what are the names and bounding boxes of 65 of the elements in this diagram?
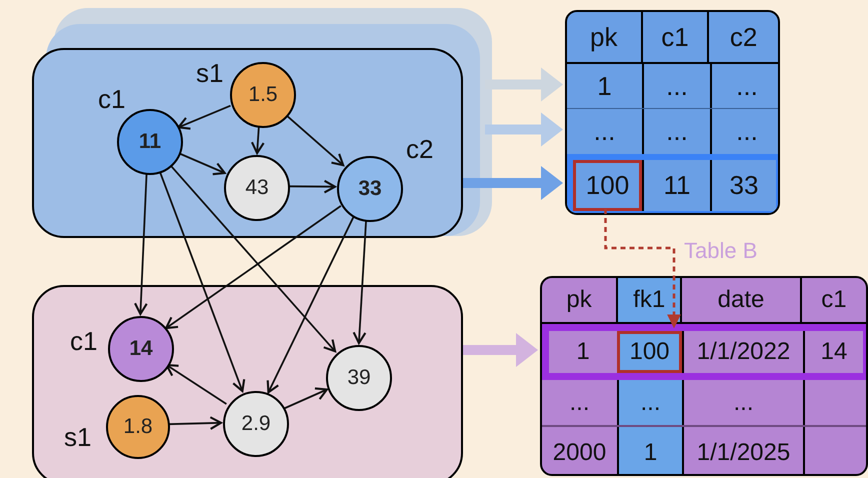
node-label: c1 — [98, 86, 126, 112]
cluster-panel — [32, 48, 463, 238]
arrow — [250, 126, 265, 154]
table-cell: fk1 — [616, 278, 680, 322]
node-value: 1.5 — [248, 82, 278, 108]
node-value: 14 — [129, 336, 153, 362]
table-cell: c1 — [640, 12, 708, 62]
table-cell-text: ... — [592, 115, 616, 148]
arrow — [266, 216, 354, 394]
table-cell: 33 — [710, 160, 776, 211]
table-cell-text: pk — [589, 20, 619, 54]
node-value: 33 — [358, 176, 382, 202]
table-row — [542, 380, 866, 427]
node-value: 11 — [138, 129, 162, 156]
table-cell: 1/1/2022 — [682, 331, 803, 373]
cluster-panel — [32, 285, 463, 478]
node-value: 39 — [347, 365, 371, 392]
arrow — [352, 220, 367, 344]
table-cell-text: 2000 — [552, 438, 608, 468]
table-cell: 11 — [642, 160, 710, 211]
flow-arrow — [463, 333, 538, 367]
table-cell: 14 — [803, 331, 863, 373]
highlighted-cell: 100 — [617, 331, 682, 373]
node-label: c2 — [406, 136, 434, 162]
table-cell: date — [680, 278, 800, 322]
node-value: 2.9 — [241, 411, 271, 438]
highlighted-row — [542, 324, 866, 380]
flow-arrow — [485, 112, 563, 146]
table-panel — [540, 276, 868, 476]
table-cell: ... — [710, 109, 778, 154]
node-label: s1 — [196, 60, 224, 86]
table-panel — [565, 10, 780, 215]
table-label: Table B — [684, 240, 758, 262]
arrow — [165, 205, 342, 330]
node-value: 43 — [245, 175, 269, 202]
table-cell: ... — [617, 380, 682, 425]
arrow — [134, 172, 148, 316]
flow-arrow — [463, 166, 563, 200]
table-cell-text: pk — [565, 285, 593, 315]
highlighted-cell: 100 — [573, 160, 642, 211]
table-cell: c2 — [707, 12, 778, 62]
node-value: 1.8 — [123, 414, 153, 440]
arrow — [285, 114, 344, 166]
table-row — [567, 64, 778, 109]
table-cell: ... — [682, 380, 803, 425]
table-cell-text: 1 — [575, 337, 591, 367]
table-cell: ... — [642, 109, 710, 154]
table-cell: 1 — [617, 427, 682, 474]
arrow — [177, 104, 231, 130]
highlighted-row — [567, 154, 778, 213]
table-cell-text: 1 — [596, 70, 613, 102]
arrow — [166, 364, 227, 405]
table-cell: c1 — [800, 278, 866, 322]
arrow — [284, 387, 328, 410]
arrow — [168, 416, 222, 430]
table-cell-text: ... — [568, 388, 590, 418]
node-label: s1 — [64, 424, 92, 450]
table-cell: 1/1/2025 — [682, 427, 803, 474]
arrow — [169, 164, 336, 352]
dashed-arrow — [604, 209, 681, 328]
arrow — [288, 180, 336, 194]
arrow — [158, 170, 246, 392]
table-cell: ... — [642, 64, 710, 108]
table-cell: ... — [710, 64, 778, 108]
node-label: c1 — [70, 328, 98, 354]
